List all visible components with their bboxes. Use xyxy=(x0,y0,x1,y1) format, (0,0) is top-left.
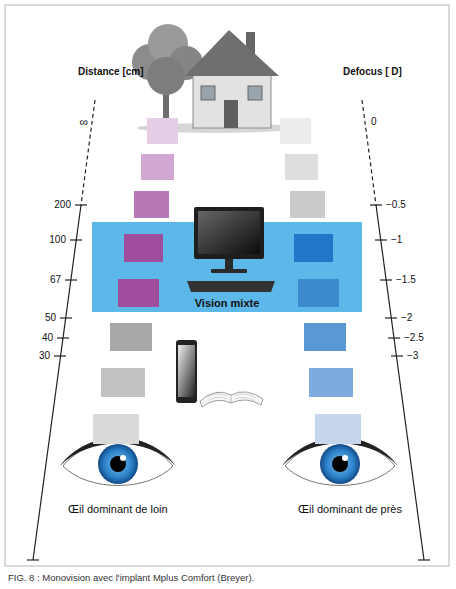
eye-label: Œil dominant de près xyxy=(298,503,402,516)
focus-square xyxy=(309,368,353,397)
mixed-vision-band: Vision mixte xyxy=(92,222,362,312)
axis-title: Defocus [ D] xyxy=(343,66,402,78)
eye-label: Œil dominant de loin xyxy=(68,503,168,516)
tick-label: −1.5 xyxy=(396,274,416,286)
tick-label: −2.5 xyxy=(404,332,424,344)
tick-label: 100 xyxy=(49,234,66,246)
focus-square xyxy=(141,154,174,180)
focus-square xyxy=(290,191,325,218)
tick-label: −2 xyxy=(401,312,412,324)
axis-dashed xyxy=(362,100,376,205)
eye-symbol xyxy=(282,438,398,486)
tick-label: ∞ xyxy=(79,115,88,129)
focus-square xyxy=(304,323,346,351)
focus-square xyxy=(134,191,169,218)
focus-square xyxy=(280,118,311,144)
frame xyxy=(5,5,449,566)
eye-symbol xyxy=(60,438,176,486)
house-illustration xyxy=(132,24,293,133)
focus-squares xyxy=(93,118,361,444)
tick-label: 50 xyxy=(45,312,56,324)
band-label: Vision mixte xyxy=(195,297,260,310)
tick-label: 40 xyxy=(42,332,53,344)
tick-label: 30 xyxy=(39,350,50,362)
tick-label: −0.5 xyxy=(386,199,406,211)
focus-square xyxy=(110,323,152,351)
focus-square xyxy=(147,118,178,144)
axis-title: Distance [cm] xyxy=(78,66,144,78)
focus-square xyxy=(93,414,139,444)
tick-label: 200 xyxy=(54,199,71,211)
figure-caption: FIG. 8 : Monovision avec l'implant Mplus… xyxy=(8,572,254,584)
tick-label: −1 xyxy=(391,234,402,246)
book-icon xyxy=(200,392,263,407)
focus-square xyxy=(285,154,318,180)
focus-square xyxy=(315,414,361,444)
tick-label: −3 xyxy=(407,350,418,362)
focus-square xyxy=(101,368,145,397)
phone-icon xyxy=(176,340,197,403)
tick-label: 0 xyxy=(371,116,377,128)
tick-label: 67 xyxy=(50,274,61,286)
